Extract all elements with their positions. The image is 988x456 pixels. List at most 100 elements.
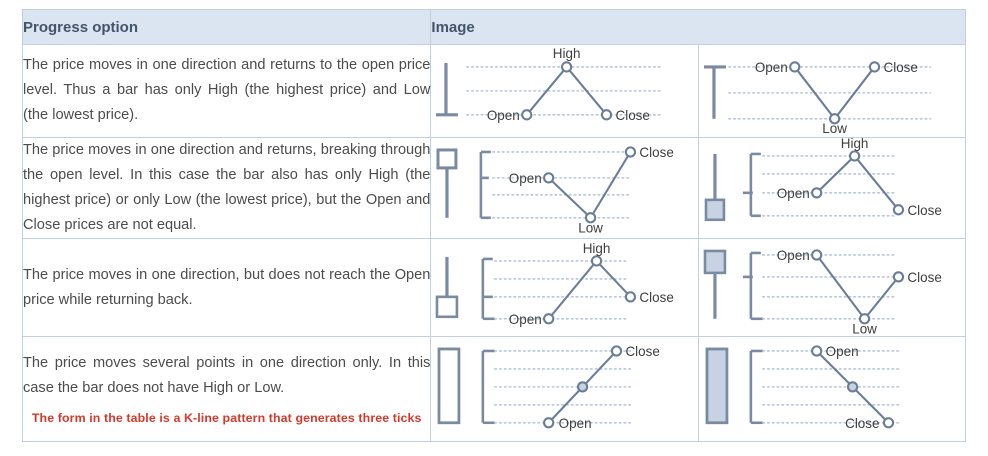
table-row: The price moves several points in one di…: [21, 336, 967, 443]
row-1-right-image-cell: Open Low Close: [697, 44, 967, 138]
point-marker-high: [561, 61, 573, 73]
bar-glyph-tall-hollow-body: [438, 348, 461, 425]
bar-glyph-top-tee: [703, 65, 726, 119]
point-marker-open: [543, 312, 555, 325]
point-marker-open: [810, 249, 823, 261]
point-marker-high: [848, 150, 860, 162]
bracket-glyph: [480, 150, 492, 219]
row-4-right-diagram: Open Close: [705, 344, 899, 431]
row-4-description-cell: The price moves several points in one di…: [21, 336, 432, 443]
point-marker-low: [828, 113, 840, 125]
table-header-row: Progress option Image: [21, 9, 966, 45]
column-header-progress-option: Progress option: [21, 9, 432, 45]
point-marker-high: [591, 255, 603, 267]
row-4-right-image-cell: Open Close: [697, 336, 967, 443]
row-1-description-cell: The price moves in one direction and ret…: [21, 44, 432, 138]
point-marker-close: [611, 345, 623, 358]
point-marker-close: [625, 290, 637, 303]
price-path: [815, 154, 899, 211]
gridlines: [492, 151, 632, 219]
bar-glyph-filled-body-bottom: [704, 153, 725, 221]
label-low: Low: [822, 121, 847, 136]
point-marker-open: [810, 187, 823, 199]
point-marker-mid: [577, 381, 589, 393]
row-3-right-diagram: Open Low Close: [703, 248, 942, 336]
row-2-right-diagram: High Open Close: [704, 138, 942, 221]
row-2-left-diagram: Close Open Low: [436, 145, 674, 236]
bar-glyph-filled-body-top: [703, 249, 726, 319]
label-close: Close: [640, 290, 674, 305]
row-2-left-image-cell: Close Open Low: [430, 136, 699, 239]
row-1-left-image-cell: High Open Close: [430, 44, 699, 138]
row-3-right-image-cell: Open Low Close: [697, 237, 967, 338]
row-3-description-cell: The price moves in one direction, but do…: [21, 237, 432, 338]
label-open: Open: [509, 171, 542, 186]
label-high: High: [840, 138, 868, 151]
point-marker-close: [601, 109, 613, 121]
label-low: Low: [852, 321, 877, 336]
row-4-note-text: The form in the table is a K-line patter…: [31, 411, 422, 426]
gridlines: [761, 350, 899, 425]
label-close: Close: [845, 416, 879, 431]
bracket-glyph: [481, 257, 496, 320]
point-marker-close: [892, 204, 904, 216]
row-2-right-image-cell: High Open Close: [697, 136, 967, 239]
progress-option-table: Progress option Image The price moves in…: [21, 9, 967, 443]
label-close: Close: [616, 108, 650, 123]
label-close: Close: [640, 145, 674, 160]
row-1-left-diagram: High Open Close: [436, 46, 664, 123]
row-4-left-diagram: Close Open: [438, 344, 660, 431]
row-3-left-image-cell: High Open Close: [430, 237, 699, 338]
column-header-image: Image: [430, 9, 966, 45]
point-marker-close: [625, 146, 637, 158]
row-1-right-diagram: Open Low Close: [703, 60, 931, 136]
bracket-glyph: [742, 251, 763, 320]
label-open: Open: [825, 344, 858, 359]
price-path: [548, 259, 632, 320]
bracket-glyph: [481, 350, 496, 425]
bracket-glyph: [749, 350, 763, 425]
point-marker-close: [892, 271, 904, 283]
point-marker-mid: [846, 381, 858, 393]
row-2-description-cell: The price moves in one direction and ret…: [21, 136, 432, 239]
gridlines: [761, 253, 895, 320]
point-marker-open: [521, 109, 533, 121]
bar-glyph-hollow-body-top: [436, 148, 458, 218]
point-marker-open: [543, 172, 555, 184]
label-close: Close: [626, 344, 660, 359]
label-close: Close: [883, 60, 917, 75]
point-marker-low: [585, 212, 597, 224]
row-4-left-image-cell: Close Open: [430, 336, 699, 443]
label-close: Close: [907, 270, 941, 285]
label-open: Open: [755, 60, 788, 75]
price-path: [548, 151, 632, 220]
label-open: Open: [487, 108, 520, 123]
label-low: Low: [579, 221, 604, 236]
label-open: Open: [776, 186, 809, 201]
row-4-description-text: The price moves several points in one di…: [23, 355, 431, 397]
label-open: Open: [559, 416, 592, 431]
gridlines: [761, 155, 895, 217]
point-marker-open: [810, 345, 823, 358]
table-body: The price moves in one direction and ret…: [21, 44, 967, 443]
gridlines: [494, 259, 628, 320]
label-close: Close: [907, 203, 941, 218]
table-header: Progress option Image: [21, 9, 966, 45]
row-3-description-text: The price moves in one direction, but do…: [23, 266, 431, 308]
label-high: High: [553, 46, 581, 61]
label-open: Open: [776, 248, 809, 263]
bracket-glyph: [742, 152, 761, 217]
label-high: High: [583, 241, 611, 256]
bar-glyph-hollow-body-bottom: [436, 256, 459, 318]
label-open: Open: [509, 312, 542, 327]
table-row: The price moves in one direction, but do…: [21, 237, 967, 338]
price-path: [815, 254, 899, 321]
table-row: The price moves in one direction and ret…: [21, 136, 967, 239]
table-row: The price moves in one direction and ret…: [21, 44, 967, 138]
point-marker-open: [543, 417, 555, 429]
row-1-description-text: The price moves in one direction and ret…: [23, 57, 431, 124]
bar-glyph-tall-filled-body: [705, 348, 729, 425]
gridlines: [494, 350, 632, 425]
row-3-left-diagram: High Open Close: [436, 241, 674, 327]
